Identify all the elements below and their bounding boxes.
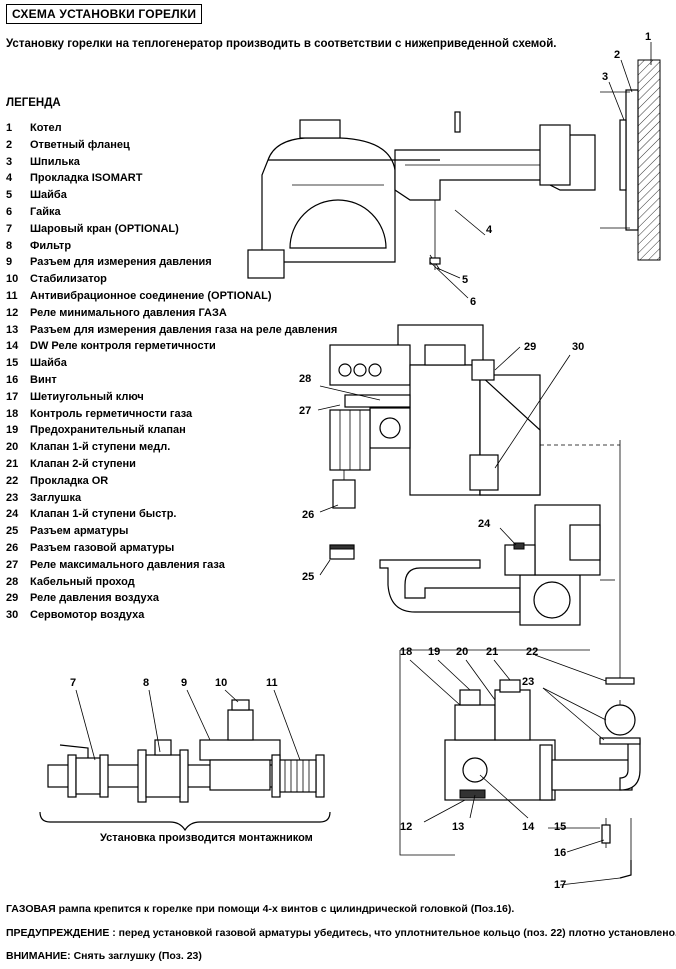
montage-note: Установка производится монтажником xyxy=(100,832,313,844)
callout-23: 23 xyxy=(522,676,534,688)
callout-18: 18 xyxy=(400,646,412,658)
boiler-wall xyxy=(600,59,661,261)
callout-4: 4 xyxy=(486,224,493,236)
callout-25: 25 xyxy=(302,571,314,583)
callout-20: 20 xyxy=(456,646,468,658)
callout-28: 28 xyxy=(299,373,311,385)
gas-train-lower xyxy=(444,440,641,879)
callout-17: 17 xyxy=(554,879,566,891)
callout-21: 21 xyxy=(486,646,498,658)
callout-24: 24 xyxy=(478,518,491,530)
attention-note: ВНИМАНИЕ: Снять заглушку (Поз. 23) xyxy=(6,950,202,962)
callout-13: 13 xyxy=(452,821,464,833)
callout-7: 7 xyxy=(70,677,76,689)
callout-9: 9 xyxy=(181,677,187,689)
callout-10: 10 xyxy=(215,677,227,689)
page-title: СХЕМА УСТАНОВКИ ГОРЕЛКИ xyxy=(6,4,203,24)
gas-train-upper xyxy=(379,504,615,626)
warning-note: ПРЕДУПРЕЖДЕНИЕ : перед установкой газово… xyxy=(6,927,676,939)
callout-3: 3 xyxy=(602,71,608,83)
callout-30: 30 xyxy=(572,341,584,353)
callout-12: 12 xyxy=(400,821,412,833)
callout-27: 27 xyxy=(299,405,311,417)
burner-body xyxy=(247,111,596,279)
callout-19: 19 xyxy=(428,646,440,658)
callout-leaders xyxy=(75,42,652,886)
control-housing xyxy=(329,324,541,560)
callout-6: 6 xyxy=(470,296,476,308)
gas-line-lower xyxy=(399,650,455,856)
mounting-note: ГАЗОВАЯ рампа крепится к горелке при пом… xyxy=(6,903,515,915)
intro-text: Установку горелки на теплогенератор прои… xyxy=(6,38,557,50)
callout-5: 5 xyxy=(462,274,468,286)
callout-26: 26 xyxy=(302,509,314,521)
callout-29: 29 xyxy=(524,341,536,353)
callout-8: 8 xyxy=(143,677,149,689)
legend-title: ЛЕГЕНДА xyxy=(6,97,61,109)
callout-2: 2 xyxy=(614,49,620,61)
callout-16: 16 xyxy=(554,847,566,859)
pipe-assembly xyxy=(39,699,331,832)
callout-1: 1 xyxy=(645,31,651,43)
callout-15: 15 xyxy=(554,821,566,833)
callout-14: 14 xyxy=(522,821,535,833)
callout-11: 11 xyxy=(266,677,278,689)
callout-22: 22 xyxy=(526,646,538,658)
callout-labels: 1 2 3 4 5 6 7 8 9 10 11 12 13 14 15 16 1… xyxy=(70,31,651,891)
